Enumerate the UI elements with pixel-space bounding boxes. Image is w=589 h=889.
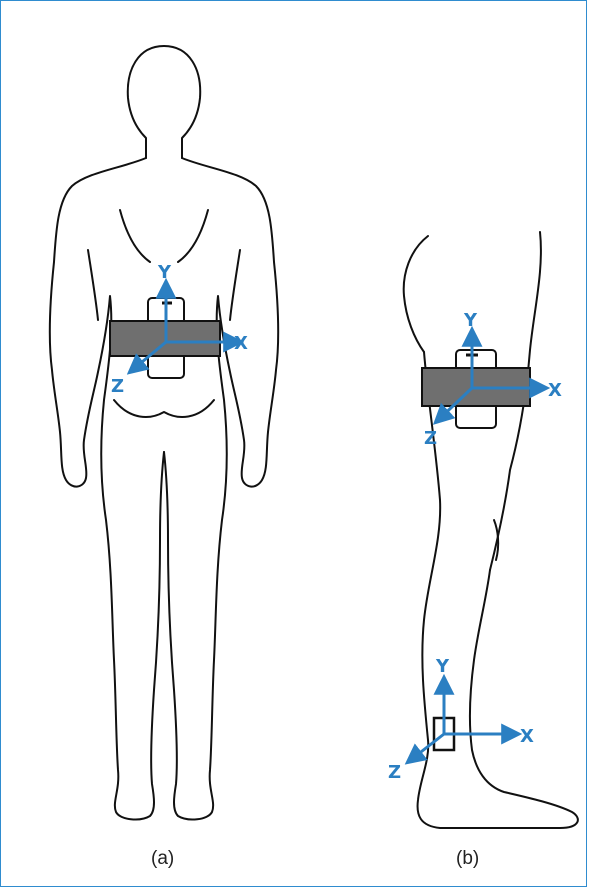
head-outline [128,46,200,158]
left-arm-inner [88,250,98,320]
axis-y-label-thigh: Y [463,310,478,331]
axis-y-label-a: Y [157,262,172,283]
panel-a-body-back-view [50,46,278,819]
caption-b: (b) [456,848,479,870]
axis-z-label-thigh: Z [424,428,437,449]
torso-right-outline [164,158,278,819]
axis-x-label-thigh: X [548,380,562,401]
right-arm-inner [230,250,240,320]
axis-z-label-ankle: Z [388,762,401,783]
torso-left-outline [50,158,164,819]
axis-z-label-a: Z [111,376,124,397]
leg-back-outline [418,352,578,828]
buttocks-line [114,400,214,417]
panel-b-leg-side-view [404,232,578,828]
axis-x-label-a: X [234,333,248,354]
right-shoulder-blade [178,210,208,262]
axis-x-label-ankle: X [520,726,534,747]
caption-a: (a) [151,848,174,870]
buttock-outline [404,236,428,352]
left-shoulder-blade [120,210,150,262]
axis-y-label-ankle: Y [435,656,450,677]
